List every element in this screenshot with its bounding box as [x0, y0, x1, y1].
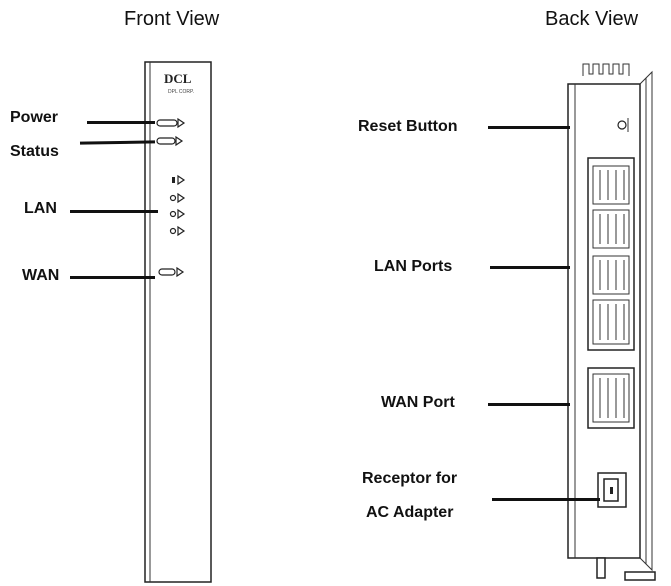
lan-port-1-icon: [592, 165, 630, 205]
reset-button-icon: [617, 118, 629, 132]
lan-ports-label: LAN Ports: [374, 258, 453, 275]
back-view-title: Back View: [545, 8, 639, 30]
lan-led-4-icon: [169, 225, 186, 237]
power-leader-line: [87, 121, 155, 124]
front-logo-subtext: DPL CORP.: [168, 89, 194, 95]
lan-label: LAN: [24, 200, 57, 217]
wan-port-label: WAN Port: [381, 394, 455, 411]
receptor-label-line2: AC Adapter: [366, 504, 454, 521]
reset-button-label: Reset Button: [358, 118, 458, 135]
lan-port-4-icon: [592, 299, 630, 345]
receptor-leader-line: [492, 498, 600, 501]
reset-leader-line: [488, 126, 570, 129]
receptor-label-line1: Receptor for: [362, 470, 458, 487]
power-label: Power: [10, 109, 59, 126]
lan-leader-line: [70, 210, 158, 213]
wan-port-icon: [587, 367, 635, 429]
status-led-icon: [156, 135, 184, 147]
wan-led-icon: [158, 266, 185, 278]
wan-label: WAN: [22, 267, 60, 284]
front-logo-text: DCL: [164, 71, 192, 86]
lan-port-3-icon: [592, 255, 630, 295]
power-led-icon: [156, 117, 186, 129]
lan-ports-block: [587, 157, 635, 351]
lan-led-1-icon: [172, 174, 186, 186]
ac-receptor-icon: [597, 472, 627, 508]
lan-port-2-icon: [592, 209, 630, 249]
lan-led-2-icon: [169, 192, 186, 204]
wan-leader-line: [70, 276, 155, 279]
front-view-title: Front View: [124, 8, 220, 30]
status-label: Status: [10, 143, 59, 160]
back-device: [567, 63, 656, 581]
wan-port-leader-line: [488, 403, 570, 406]
lan-ports-leader-line: [490, 266, 570, 269]
lan-led-3-icon: [169, 208, 186, 220]
front-device: DCL DPL CORP.: [144, 61, 212, 583]
front-logo: DCL DPL CORP.: [164, 71, 194, 95]
